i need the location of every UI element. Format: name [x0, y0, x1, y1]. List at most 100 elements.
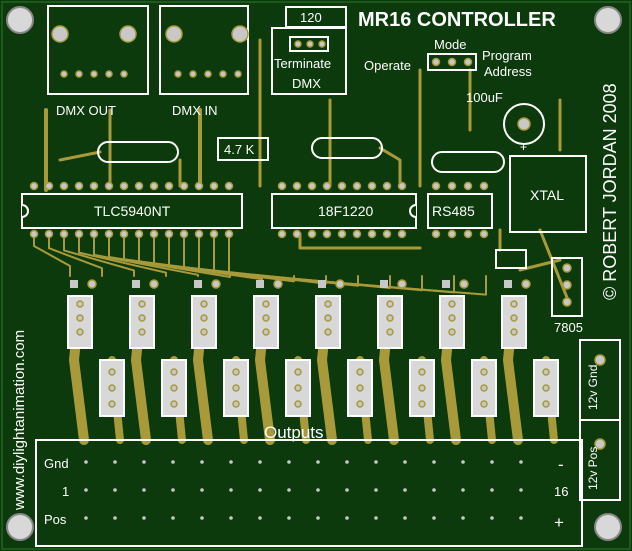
pad: [108, 368, 116, 376]
pad: [59, 229, 69, 239]
ic3-outline: [427, 193, 493, 229]
pad: [76, 328, 84, 336]
pad: [294, 400, 302, 408]
pad: [352, 181, 362, 191]
connector-pin: [142, 516, 146, 520]
pad: [510, 300, 518, 308]
pad: [138, 328, 146, 336]
trace: [108, 233, 231, 278]
pad: [149, 279, 159, 289]
pad: [324, 300, 332, 308]
sixteen-label: 16: [554, 484, 568, 499]
pad: [232, 368, 240, 376]
pad: [204, 70, 212, 78]
connector-pin: [345, 516, 349, 520]
outputs-label: Outputs: [264, 423, 324, 442]
terminate-label: Terminate: [274, 56, 331, 71]
connector-pin: [461, 516, 465, 520]
pad: [60, 70, 68, 78]
pad: [431, 57, 441, 67]
trace: [48, 233, 103, 277]
outputs-connector: [35, 439, 583, 547]
pad: [232, 384, 240, 392]
plus-label: +: [554, 513, 564, 532]
silkscreen-text: MR16 CONTROLLER © ROBERT JORDAN 2008 www…: [11, 9, 620, 532]
pad: [318, 40, 326, 48]
pad: [108, 384, 116, 392]
pad: [219, 70, 227, 78]
pad: [119, 25, 137, 43]
pad: [170, 384, 178, 392]
mode-jumper: [427, 53, 477, 71]
pad: [44, 181, 54, 191]
pad: [262, 328, 270, 336]
connector-pin: [84, 488, 88, 492]
pad: [164, 181, 174, 191]
dmx-in-jack: [159, 5, 249, 95]
connector-pin: [432, 516, 436, 520]
connector-pin: [490, 460, 494, 464]
pad: [418, 400, 426, 408]
connector-pin: [316, 460, 320, 464]
pad: [521, 279, 531, 289]
pad: [174, 70, 182, 78]
pad: [418, 384, 426, 392]
connector-pin: [461, 460, 465, 464]
mode-label: Mode: [434, 37, 467, 52]
address-label: Address: [484, 64, 532, 79]
pad: [294, 368, 302, 376]
pad: [480, 384, 488, 392]
pad: [397, 279, 407, 289]
terminate-box: [271, 27, 347, 95]
pad: [356, 368, 364, 376]
connector-pin: [519, 460, 523, 464]
pad: [447, 57, 457, 67]
pad: [179, 181, 189, 191]
pad: [292, 181, 302, 191]
connector-pin: [374, 488, 378, 492]
pad: [277, 181, 287, 191]
pad: [318, 280, 326, 288]
pad: [51, 25, 69, 43]
pad: [29, 229, 39, 239]
connector-pin: [142, 488, 146, 492]
cap-plus: +: [520, 140, 527, 154]
dmx-in-label: DMX IN: [172, 103, 218, 118]
connector-pin: [461, 488, 465, 492]
xtal-label: XTAL: [530, 187, 564, 203]
pad: [442, 280, 450, 288]
pad: [232, 400, 240, 408]
connector-pin: [432, 488, 436, 492]
connector-pin: [171, 488, 175, 492]
pad: [447, 229, 457, 239]
pad: [324, 314, 332, 322]
pad: [386, 300, 394, 308]
pad: [294, 40, 302, 48]
r47k-box: [217, 137, 269, 161]
connector-pin: [316, 488, 320, 492]
connector-pin: [287, 516, 291, 520]
small-jumper: [495, 249, 527, 269]
pad: [149, 229, 159, 239]
connector-pin: [345, 488, 349, 492]
trace: [78, 233, 167, 277]
pad: [209, 229, 219, 239]
pad: [380, 280, 388, 288]
pad: [108, 400, 116, 408]
connector-pin: [171, 460, 175, 464]
copyright-text: © ROBERT JORDAN 2008: [600, 83, 620, 300]
connector-pin: [258, 460, 262, 464]
pad: [234, 70, 242, 78]
resistor-oval-1: [97, 141, 179, 163]
pad: [562, 297, 572, 307]
pad: [542, 400, 550, 408]
connector-pin: [200, 516, 204, 520]
pad: [164, 229, 174, 239]
pad: [386, 314, 394, 322]
pad: [510, 328, 518, 336]
pad: [594, 438, 606, 450]
pad: [138, 300, 146, 308]
trace: [63, 233, 135, 277]
trace: [298, 232, 422, 250]
